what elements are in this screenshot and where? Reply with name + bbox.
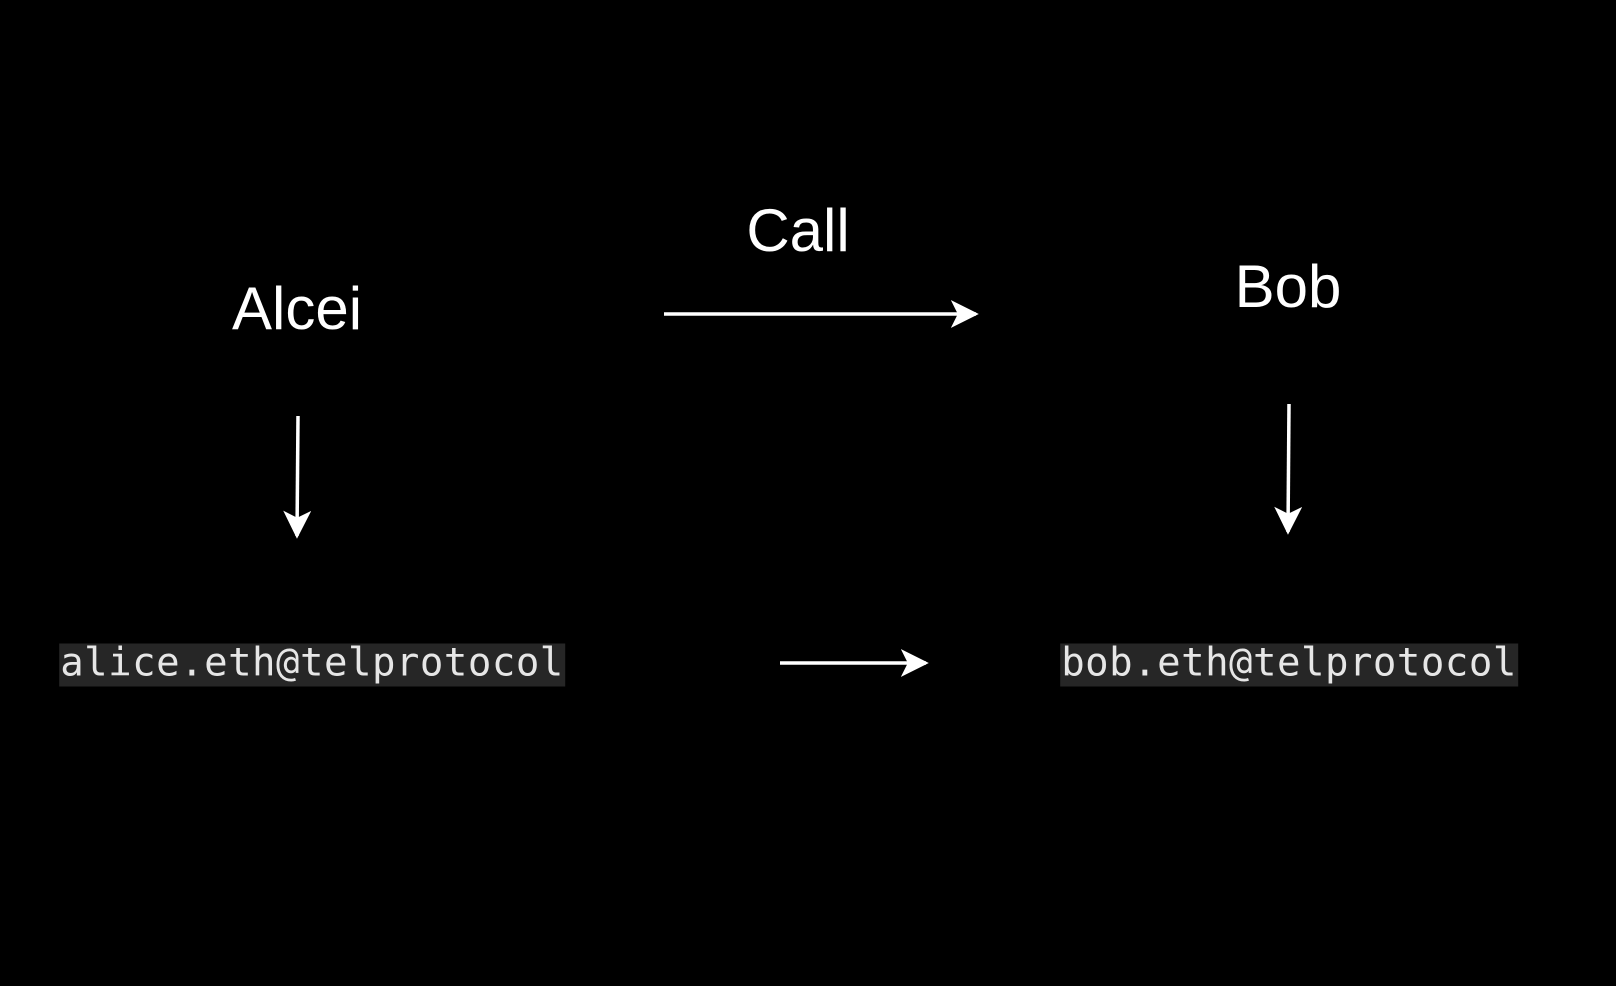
callee-address: bob.eth@telprotocol bbox=[1060, 640, 1518, 687]
callee-resolve-arrow bbox=[1274, 403, 1303, 535]
caller-address: alice.eth@telprotocol bbox=[59, 640, 565, 687]
call-label: Call bbox=[746, 197, 850, 264]
callee-name-label: Bob bbox=[1234, 253, 1342, 320]
caller-resolve-arrow bbox=[283, 415, 312, 539]
caller-name-label: Alcei bbox=[231, 275, 363, 342]
